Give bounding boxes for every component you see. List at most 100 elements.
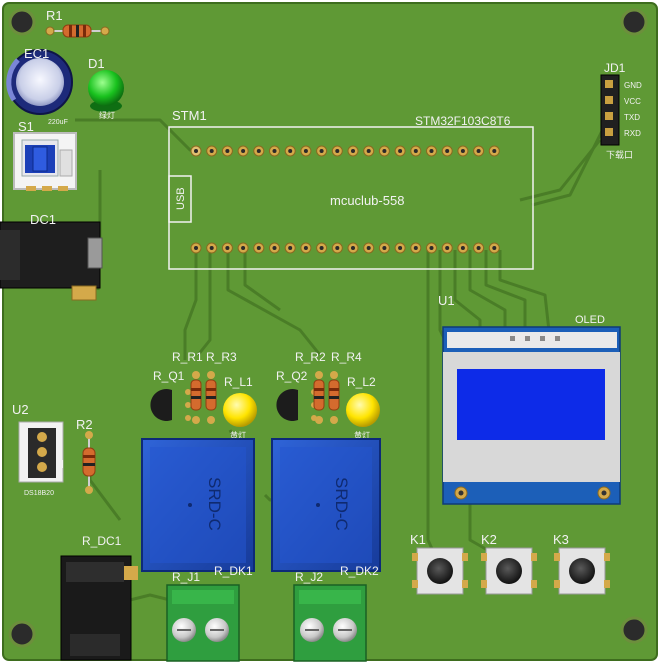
k1-label: K1: [410, 532, 426, 547]
mcu-top-pin-hole: [335, 149, 340, 153]
ch1-res-a: R_R1: [172, 350, 203, 364]
ch2-res-a: R_R2: [295, 350, 326, 364]
mcu-bottom-pin-hole: [413, 246, 418, 250]
mcu-top-pin-hole: [225, 149, 230, 153]
cap-label: EC1: [24, 46, 49, 61]
ch1-led: R_L1: [224, 375, 253, 389]
mcu-bottom-pin-hole: [225, 246, 230, 250]
stm-ref: STM1: [172, 108, 207, 123]
mcu-bottom-pin-hole: [335, 246, 340, 250]
stm-module-name: mcuclub-558: [330, 193, 404, 208]
cap-value: 220uF: [48, 119, 68, 126]
key-k1[interactable]: [412, 547, 468, 595]
mcu-top-pin-hole: [272, 149, 277, 153]
ch2-relay-ref: R_DK2: [340, 564, 379, 578]
relay-dc-jack: [60, 555, 138, 661]
ch2-led-note: 黄灯: [354, 430, 370, 440]
mcu-top-pin-hole: [319, 149, 324, 153]
ch2-transistor: R_Q2: [276, 369, 308, 383]
mcu-bottom-pin-hole: [303, 246, 308, 250]
mcu-top-pin-hole: [303, 149, 308, 153]
mcu-bottom-pin-hole: [398, 246, 403, 250]
mcu-top-pin-hole: [429, 149, 434, 153]
key-k3[interactable]: [554, 547, 610, 595]
mcu-top-pin-hole: [398, 149, 403, 153]
jd1-pin-gnd: GND: [624, 81, 642, 90]
sensor-u2: [18, 421, 64, 483]
k3-label: K3: [553, 532, 569, 547]
mcu-bottom-pin-hole: [429, 246, 434, 250]
k2-label: K2: [481, 532, 497, 547]
switch-s1[interactable]: [13, 132, 77, 191]
ch2-terminal: R_J2: [295, 570, 323, 584]
resistor-r1: [45, 24, 110, 38]
mcu-bottom-pin-hole: [241, 246, 246, 250]
led-d1-note: 绿灯: [99, 110, 115, 120]
mcu-bottom-pin-hole: [319, 246, 324, 250]
mcu-bottom-pin-hole: [492, 246, 497, 250]
mcu-bottom-pin-hole: [272, 246, 277, 250]
channel-2-resistors: [313, 371, 340, 424]
switch-label: S1: [18, 119, 34, 134]
r-dc1-label: R_DC1: [82, 534, 122, 548]
mcu-top-pin-hole: [492, 149, 497, 153]
mcu-bottom-pin-hole: [194, 246, 198, 250]
channel-1-led: [223, 393, 257, 427]
dc-jack-dc1: [0, 221, 103, 301]
channel-2-relay: SRD-C: [271, 438, 381, 572]
mcu-top-pin-hole: [256, 149, 261, 153]
r2-label: R2: [76, 417, 93, 432]
mcu-bottom-pin-hole: [256, 246, 261, 250]
channel-2-led: [346, 393, 380, 427]
mcu-top-pin-hole: [413, 149, 418, 153]
ch1-res-b: R_R3: [206, 350, 237, 364]
stm-part: STM32F103C8T6: [415, 114, 511, 128]
jd1-pin-rxd: RXD: [624, 129, 641, 138]
led-d1-label: D1: [88, 56, 105, 71]
mcu-bottom-pin-hole: [288, 246, 293, 250]
channel-1-resistors: [190, 371, 217, 424]
u2-part: DS18B20: [24, 490, 54, 497]
channel-1-relay: SRD-C: [141, 438, 255, 572]
ch1-terminal: R_J1: [172, 570, 200, 584]
mcu-top-pin-hole: [351, 149, 355, 153]
mcu-top-pin-hole: [382, 149, 387, 153]
mcu-top-pin-hole: [366, 149, 371, 153]
r1-label: R1: [46, 8, 63, 23]
mcu-top-pin-hole: [194, 149, 198, 153]
jd1-pin-vcc: VCC: [624, 97, 641, 106]
resistor-r2: [82, 431, 96, 494]
mcu-top-pin-hole: [209, 149, 214, 153]
stm-module: USB: [168, 126, 534, 270]
mcu-bottom-pin-hole: [460, 246, 465, 250]
dc1-label: DC1: [30, 212, 56, 227]
terminal-r-j2: [293, 584, 367, 662]
mcu-top-pin-hole: [241, 149, 246, 153]
mounting-holes: [8, 8, 648, 648]
ch1-relay-text: SRD-C: [205, 477, 224, 531]
mcu-bottom-pin-hole: [382, 246, 387, 250]
ch2-led: R_L2: [347, 375, 376, 389]
ch2-relay-text: SRD-C: [332, 477, 351, 531]
oled-display: [442, 326, 621, 505]
mcu-top-pin-hole: [288, 149, 293, 153]
ch2-res-b: R_R4: [331, 350, 362, 364]
channel-1-transistor: [150, 389, 191, 421]
mcu-bottom-pin-hole: [366, 246, 371, 250]
jd1-pin-txd: TXD: [624, 113, 640, 122]
terminal-r-j1: [166, 584, 240, 662]
jd1-caption: 下载口: [606, 149, 633, 160]
key-k2[interactable]: [481, 547, 537, 595]
capacitor-ec1: [6, 49, 73, 115]
header-jd1: [600, 74, 620, 146]
led-d1: [88, 70, 124, 112]
ch1-transistor: R_Q1: [153, 369, 185, 383]
ch1-relay-ref: R_DK1: [214, 564, 253, 578]
u2-label: U2: [12, 402, 29, 417]
mcu-bottom-pin-hole: [209, 246, 214, 250]
mcu-bottom-pin-hole: [476, 246, 481, 250]
mcu-bottom-pin-hole: [445, 246, 450, 250]
oled-label: OLED: [575, 314, 605, 326]
oled-ref: U1: [438, 293, 455, 308]
